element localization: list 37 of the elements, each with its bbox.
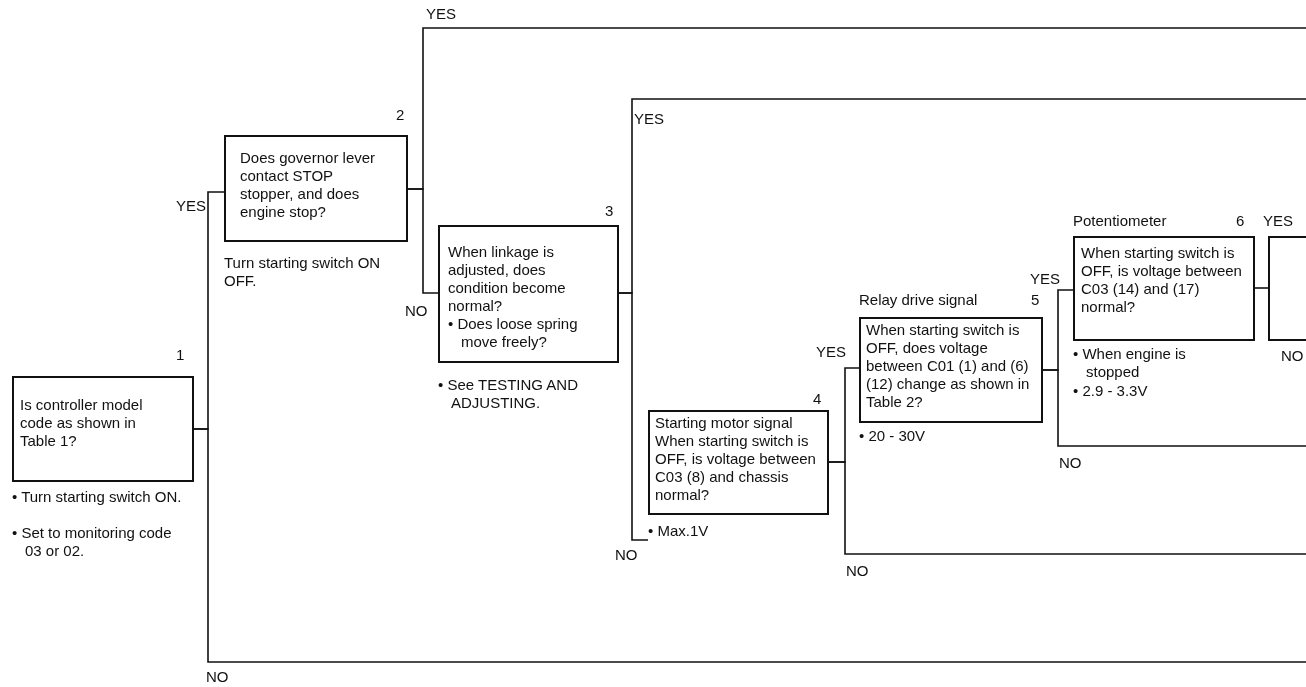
partial-box [1268, 236, 1306, 341]
connector-line [1042, 369, 1306, 447]
note-text: Relay drive signal [859, 291, 979, 309]
decision-box [438, 225, 619, 363]
connector-line [618, 292, 649, 541]
decision-box [648, 410, 829, 515]
note-text: Potentiometer [1073, 212, 1168, 230]
step-number: 1 [176, 346, 185, 364]
question-text: Is controller model code as shown in Table 1? [20, 396, 144, 450]
note-text: Turn starting switch ON OFF. [224, 254, 382, 290]
step-number: 5 [1031, 291, 1040, 309]
step-number: 2 [396, 106, 405, 124]
bullet-note: • 20 - 30V [859, 427, 927, 445]
step-number: 3 [605, 202, 614, 220]
bullet-note: • When engine is stopped [1073, 345, 1187, 381]
bullet-note: • Set to monitoring code 03 or 02. [12, 524, 173, 560]
decision-box [859, 317, 1043, 423]
decision-box [224, 135, 408, 242]
connector-line [193, 428, 1306, 663]
bullet-note: • Max.1V [648, 522, 710, 540]
question-text: When starting switch is OFF, is voltage between C03 (14) and (17) normal? [1081, 244, 1243, 316]
bullet-note: • Turn starting switch ON. [12, 488, 183, 506]
connector-line [1254, 287, 1269, 289]
signal-heading: When linkage is adjusted, does condition become normal? [448, 243, 567, 315]
decision-box [1073, 236, 1255, 341]
question-text: Does governor lever contact STOP stopper, and does engine stop? [240, 149, 377, 221]
connector-line [407, 188, 439, 294]
bullet-question: • Does loose spring move freely? [448, 315, 579, 351]
bullet-note: • 2.9 - 3.3V [1073, 382, 1149, 400]
step-number: 4 [813, 390, 822, 408]
question-text: When starting switch is OFF, is voltage between C03 (8) and chassis normal? [655, 432, 817, 504]
bullet-note: • See TESTING AND ADJUSTING. [438, 376, 580, 412]
decision-box [12, 376, 194, 482]
signal-heading: Starting motor signal [655, 414, 794, 432]
question-text: When starting switch is OFF, does voltage between C01 (1) and (6) (12) change as shown in Table 2? [866, 321, 1031, 411]
connector-line [828, 461, 1306, 555]
step-number: 6 [1236, 212, 1245, 230]
